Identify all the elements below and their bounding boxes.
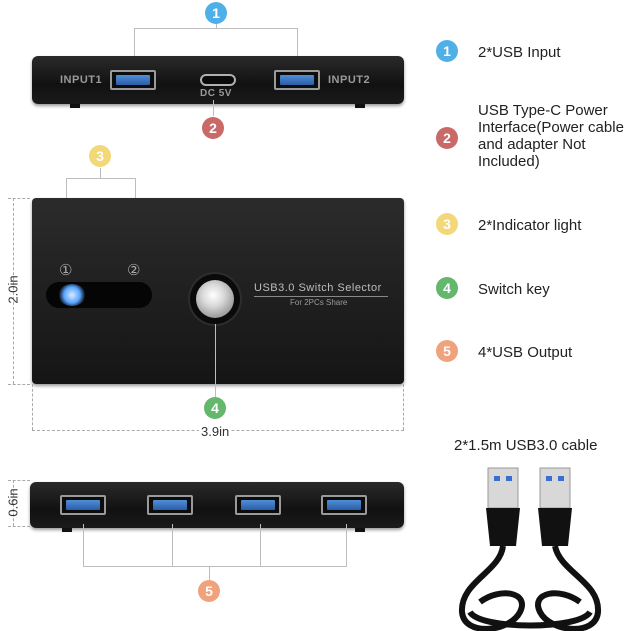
device-front-view: ① ② USB3.0 Switch Selector For 2PCs Shar… (32, 198, 404, 384)
legend-2-badge: 2 (436, 127, 458, 149)
callout-5-bracket-left (83, 524, 84, 566)
indicator-light-1 (58, 284, 86, 306)
input2-label: INPUT2 (328, 74, 371, 86)
input1-label: INPUT1 (60, 74, 103, 86)
legend-1-badge: 1 (436, 40, 458, 62)
usb-input-port-1 (110, 70, 156, 90)
width-dimension-label: 3.9in (199, 424, 232, 439)
foot (355, 104, 365, 108)
usb-cable-connector-1 (486, 467, 520, 546)
callout-2-stem (213, 100, 214, 116)
callout-5-bracket-mid1 (172, 524, 173, 566)
indicator-2-number: ② (127, 262, 141, 279)
legend-2-line: and adapter Not (478, 136, 586, 153)
legend-3-badge: 3 (436, 213, 458, 235)
legend-2-line: Interface(Power cable (478, 119, 624, 136)
callout-5-badge: 5 (198, 580, 220, 602)
callout-5-bracket (83, 566, 347, 567)
usb-output-port-3 (235, 495, 281, 515)
legend-5-badge: 5 (436, 340, 458, 362)
legend-4-badge: 4 (436, 277, 458, 299)
product-name: USB3.0 Switch Selector (254, 282, 382, 294)
callout-1-badge: 1 (205, 2, 227, 24)
legend-5-label: 4*USB Output (478, 344, 573, 361)
switch-key-cap (196, 280, 234, 318)
device-back-view (30, 482, 404, 528)
usb-output-port-1 (60, 495, 106, 515)
callout-3-bracket (66, 178, 136, 179)
usb-cable-wire (467, 609, 593, 629)
legend-3-label: 2*Indicator light (478, 217, 582, 234)
legend-2-label: USB Type-C Power Interface(Power cable a… (478, 102, 638, 170)
usb-cable-wire (535, 545, 601, 631)
callout-4-stem (215, 324, 216, 398)
legend-2-line: USB Type-C Power (478, 102, 608, 119)
legend-4-label: Switch key (478, 281, 550, 298)
callout-3-badge: 3 (89, 145, 111, 167)
thickness-dim-top-tick (8, 480, 30, 481)
usb-output-port-2 (147, 495, 193, 515)
width-dim-left-tick (32, 384, 33, 430)
callout-1-bracket-left (134, 28, 135, 66)
width-dim-right-tick (403, 384, 404, 430)
height-dimension-label: 2.0in (5, 275, 21, 304)
callout-2-badge: 2 (202, 117, 224, 139)
callout-5-bracket-right (346, 524, 347, 566)
usb-cable-wire (459, 545, 525, 631)
callout-5-stem (209, 566, 210, 580)
dc-5v-label: DC 5V (200, 88, 232, 99)
height-dim-top-tick (8, 198, 30, 199)
callout-1-stem (216, 24, 217, 29)
product-name-rule (254, 296, 388, 297)
thickness-dimension-label: 0.6in (5, 488, 21, 517)
thickness-dim-bottom-tick (8, 526, 30, 527)
callout-5-bracket-mid2 (260, 524, 261, 566)
usb-cable-connector-2 (538, 467, 572, 546)
callout-3-stem (100, 168, 101, 178)
usb-output-port-4 (321, 495, 367, 515)
cable-caption: 2*1.5m USB3.0 cable (454, 437, 598, 454)
legend-2-line: Included) (478, 153, 540, 170)
legend-1-label: 2*USB Input (478, 44, 561, 61)
height-dim-bottom-tick (8, 384, 30, 385)
height-dimension-line (13, 198, 14, 384)
usb-input-port-2 (274, 70, 320, 90)
foot (62, 528, 72, 532)
device-top-view: INPUT1 DC 5V INPUT2 (32, 56, 404, 104)
foot (70, 104, 80, 108)
callout-4-badge: 4 (204, 397, 226, 419)
indicator-1-number: ① (59, 262, 73, 279)
usb-cable-image (459, 467, 601, 631)
callout-1-bracket-right (297, 28, 298, 66)
product-subtitle: For 2PCs Share (290, 298, 348, 307)
thickness-dimension-line (13, 480, 14, 526)
foot (355, 528, 365, 532)
usb-c-port (200, 74, 236, 86)
